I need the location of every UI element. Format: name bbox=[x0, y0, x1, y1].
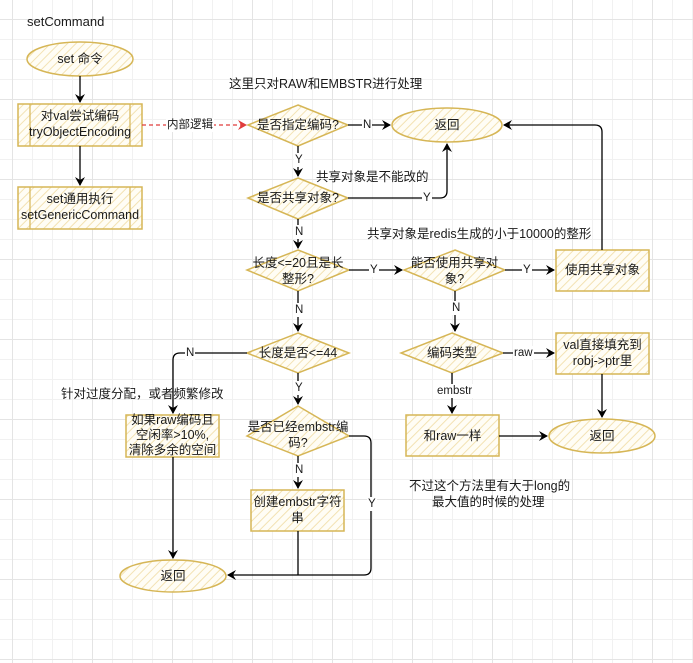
edge-label-shared-y: Y bbox=[422, 191, 432, 205]
is-embstr-line2: 码? bbox=[288, 436, 308, 450]
try-encoding-label: 对val尝试编码 tryObjectEncoding bbox=[28, 108, 132, 140]
trim-line2: 空闲率>10%, bbox=[135, 428, 210, 442]
trim-line3: 清除多余的空间 bbox=[128, 443, 217, 457]
return-ellipse-top[interactable] bbox=[391, 107, 503, 143]
edge-le44-n bbox=[168, 352, 247, 414]
return-top-label: 返回 bbox=[434, 118, 460, 132]
len-le20-line2: 整形? bbox=[282, 272, 314, 286]
diagram-title: setCommand bbox=[27, 14, 105, 29]
annotation-over-allocation: 针对过度分配，或者频繁修改 bbox=[61, 387, 224, 401]
edge-use-shared-to-return bbox=[503, 120, 603, 250]
annotation-shared-is-int: 共享对象是redis生成的小于10000的整形 bbox=[367, 227, 592, 241]
process-set-generic[interactable] bbox=[17, 186, 143, 230]
can-use-shared-line1: 能否使用共享对 bbox=[410, 256, 499, 270]
len-le20-label: 长度<=20且是长 整形? bbox=[247, 255, 349, 287]
create-embstr-line1: 创建embstr字符 bbox=[253, 495, 342, 509]
edge-label-specified-y: Y bbox=[294, 153, 304, 167]
fill-ptr-line1: val直接填充到 bbox=[563, 338, 642, 352]
can-use-shared-label: 能否使用共享对 象? bbox=[404, 255, 505, 287]
fill-ptr-label: val直接填充到 robj->ptr里 bbox=[556, 337, 649, 369]
edge-label-is-embstr-n: N bbox=[294, 463, 305, 477]
annotation-long-max-line1: 不过这个方法里有大于long的 bbox=[409, 479, 571, 493]
trim-line1: 如果raw编码且 bbox=[131, 413, 214, 427]
edge-label-can-use-n: N bbox=[451, 301, 462, 315]
edge-label-specified-n: N bbox=[362, 118, 373, 132]
fill-ptr-line2: robj->ptr里 bbox=[572, 354, 633, 368]
is-embstr-line1: 是否已经embstr编 bbox=[247, 420, 349, 434]
edge-label-le44-y: Y bbox=[294, 381, 304, 395]
encoding-type-label: 编码类型 bbox=[426, 346, 477, 360]
edge-label-enc-raw: raw bbox=[513, 346, 534, 360]
annotation-shared-immutable: 共享对象是不能改的 bbox=[316, 170, 429, 184]
is-embstr-label: 是否已经embstr编 码? bbox=[247, 419, 349, 451]
edge-label-le20-y: Y bbox=[369, 263, 379, 277]
try-encoding-line2: tryObjectEncoding bbox=[28, 125, 132, 139]
set-generic-line2: setGenericCommand bbox=[20, 208, 140, 222]
create-embstr-line2: 串 bbox=[291, 511, 304, 525]
is-shared-label: 是否共享对象? bbox=[257, 191, 339, 205]
edge-label-can-use-y: Y bbox=[522, 263, 532, 277]
use-shared-label: 使用共享对象 bbox=[564, 263, 640, 277]
set-generic-line1: set通用执行 bbox=[46, 192, 114, 206]
edge-label-le44-n: N bbox=[185, 346, 196, 360]
annotation-raw-embstr-only: 这里只对RAW和EMBSTR进行处理 bbox=[229, 77, 423, 91]
can-use-shared-line2: 象? bbox=[444, 272, 465, 286]
process-same-as-raw[interactable] bbox=[405, 414, 500, 457]
return-mid-label: 返回 bbox=[589, 429, 615, 443]
create-embstr-label: 创建embstr字符 串 bbox=[251, 494, 344, 526]
return-bottom-label: 返回 bbox=[160, 569, 186, 583]
same-as-raw-label: 和raw一样 bbox=[423, 429, 482, 443]
len-le44-label: 长度是否<=44 bbox=[258, 346, 338, 360]
annotation-long-max-line2: 最大值的时候的处理 bbox=[432, 495, 545, 509]
edge-label-is-embstr-y: Y bbox=[367, 497, 377, 511]
set-command-label: set 命令 bbox=[57, 52, 103, 66]
edge-shared-y bbox=[348, 143, 452, 199]
return-ellipse-mid[interactable] bbox=[548, 418, 656, 454]
return-ellipse-bottom[interactable] bbox=[119, 559, 227, 593]
process-try-encoding[interactable] bbox=[17, 103, 143, 147]
edge-label-internal-logic: 内部逻辑 bbox=[166, 118, 214, 132]
edge-label-shared-n: N bbox=[294, 225, 305, 239]
process-fill-ptr[interactable] bbox=[555, 332, 650, 375]
edge-label-le20-n: N bbox=[294, 303, 305, 317]
edge-label-enc-embstr: embstr bbox=[436, 384, 474, 398]
set-generic-label: set通用执行 setGenericCommand bbox=[18, 191, 142, 223]
try-encoding-line1: 对val尝试编码 bbox=[40, 109, 120, 123]
trim-space-label: 如果raw编码且 空闲率>10%, 清除多余的空间 bbox=[126, 413, 219, 458]
specified-encoding-label: 是否指定编码? bbox=[257, 118, 339, 132]
process-create-embstr[interactable] bbox=[250, 489, 345, 532]
len-le20-line1: 长度<=20且是长 bbox=[252, 256, 344, 270]
